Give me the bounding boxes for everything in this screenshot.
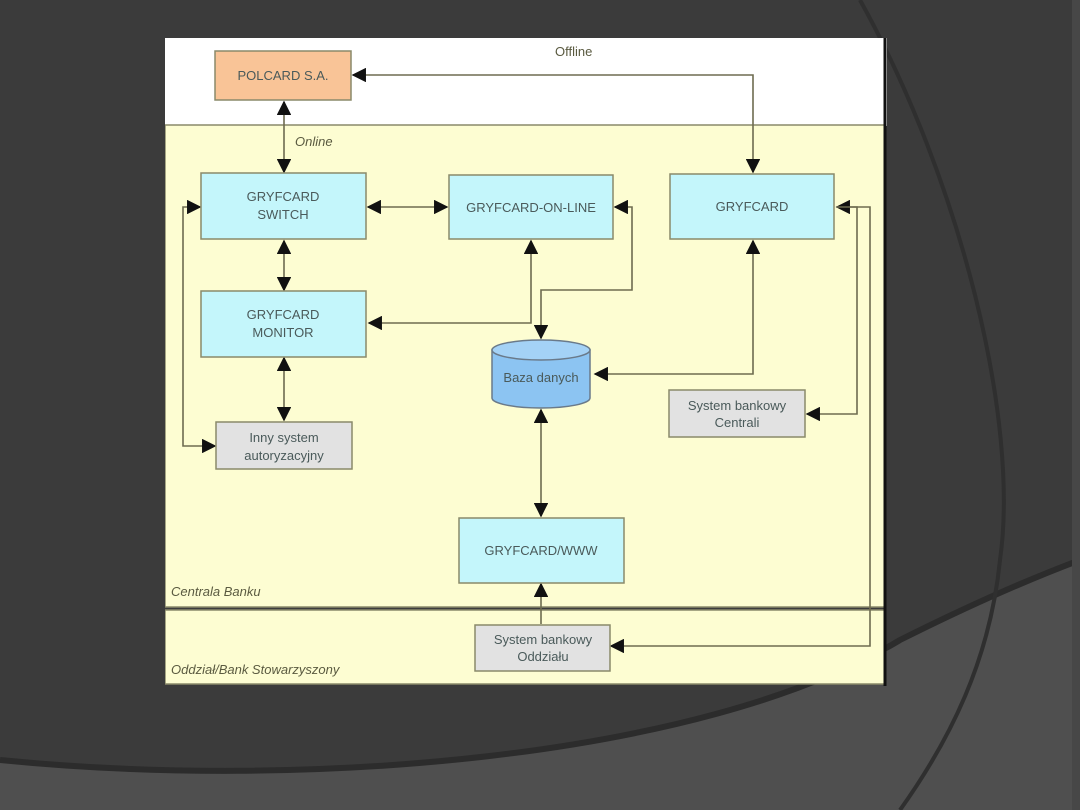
node-www-label: GRYFCARD/WWW bbox=[484, 543, 598, 558]
node-inny-label-2: autoryzacyjny bbox=[244, 448, 324, 463]
database-top bbox=[491, 339, 591, 361]
node-inny-system[interactable]: Inny system autoryzacyjny bbox=[215, 421, 353, 470]
architecture-diagram: Offline Online Centrala Banku Oddział/Ba… bbox=[165, 38, 887, 686]
connector-online-monitor bbox=[367, 239, 539, 331]
node-switch-label-1: GRYFCARD bbox=[247, 189, 320, 204]
online-label: Online bbox=[295, 134, 333, 149]
background-edge bbox=[1072, 0, 1080, 810]
connector-gryfcard-oddzialu bbox=[609, 206, 871, 654]
node-monitor-label-1: GRYFCARD bbox=[247, 307, 320, 322]
node-gryfcard-www[interactable]: GRYFCARD/WWW bbox=[458, 517, 625, 584]
connectors bbox=[182, 67, 871, 654]
node-polcard[interactable]: POLCARD S.A. bbox=[214, 50, 352, 101]
background-lower-region bbox=[0, 560, 1080, 810]
centrala-label: Centrala Banku bbox=[171, 584, 261, 599]
node-gryfcard[interactable]: GRYFCARD bbox=[669, 173, 835, 240]
oddzial-label: Oddział/Bank Stowarzyszony bbox=[171, 662, 341, 677]
node-centrali-label-1: System bankowy bbox=[688, 398, 787, 413]
background-curve-right bbox=[858, 0, 1006, 810]
node-oddzialu-label-2: Oddziału bbox=[517, 649, 568, 664]
node-gryfcard-online[interactable]: GRYFCARD-ON-LINE bbox=[448, 174, 614, 240]
node-inny-label-1: Inny system bbox=[249, 430, 318, 445]
node-gryfcard-monitor[interactable]: GRYFCARD MONITOR bbox=[200, 290, 367, 358]
node-switch-label-2: SWITCH bbox=[257, 207, 308, 222]
node-oddzialu-label-1: System bankowy bbox=[494, 632, 593, 647]
node-online-label: GRYFCARD-ON-LINE bbox=[466, 200, 596, 215]
database-body bbox=[491, 349, 591, 409]
node-system-bankowy-centrali[interactable]: System bankowy Centrali bbox=[668, 389, 806, 438]
node-database-label: Baza danych bbox=[503, 370, 578, 385]
background-curve-bottom bbox=[0, 557, 1080, 774]
connector-switch-inny bbox=[182, 199, 217, 454]
node-database[interactable]: Baza danych bbox=[491, 339, 591, 409]
offline-label: Offline bbox=[555, 44, 592, 59]
node-centrali-label-2: Centrali bbox=[715, 415, 760, 430]
node-gryfcard-label: GRYFCARD bbox=[716, 199, 789, 214]
connector-polcard-gryfcard bbox=[351, 67, 761, 174]
connector-gryfcard-database bbox=[593, 239, 761, 382]
node-polcard-label: POLCARD S.A. bbox=[237, 68, 328, 83]
node-system-bankowy-oddzialu[interactable]: System bankowy Oddziału bbox=[474, 624, 611, 672]
node-monitor-label-2: MONITOR bbox=[252, 325, 313, 340]
node-gryfcard-switch[interactable]: GRYFCARD SWITCH bbox=[200, 172, 367, 240]
